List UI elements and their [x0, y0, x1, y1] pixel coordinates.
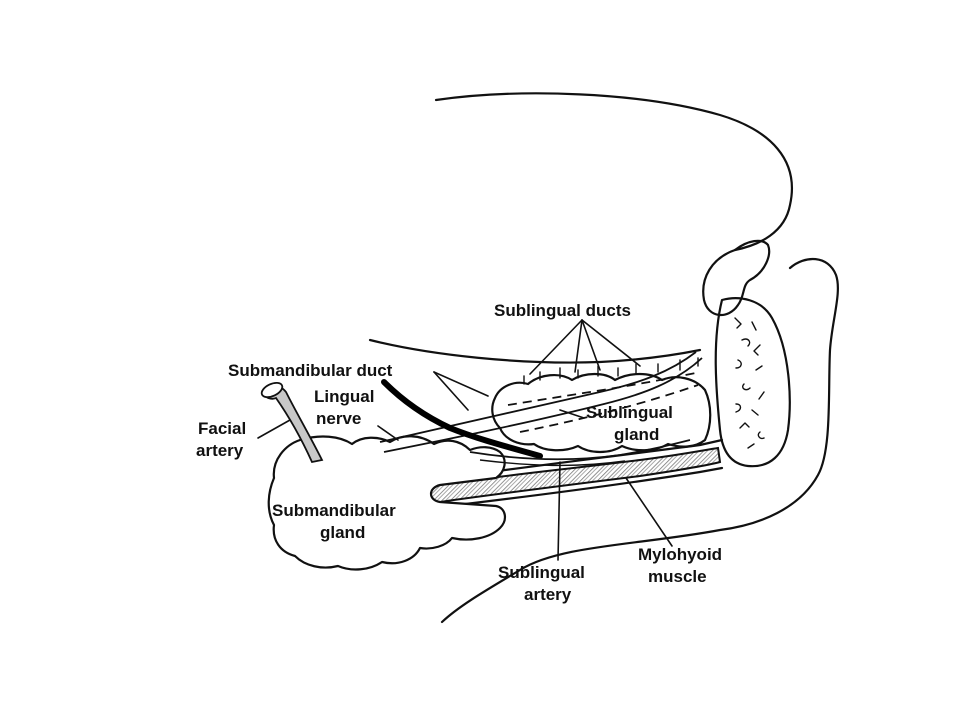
- chin-outline: [440, 257, 839, 624]
- tongue-floor: [368, 338, 702, 364]
- bone-marrow-texture: [734, 317, 765, 449]
- label-sublingual-gland-1: Sublingual: [586, 403, 673, 422]
- uvula-lobe: [702, 239, 771, 316]
- label-lingual-1: Lingual: [314, 387, 374, 406]
- label-lingual-2: nerve: [316, 409, 361, 428]
- duct-dashed-lower: [519, 384, 699, 433]
- label-sublingual-artery-1: Sublingual: [498, 563, 585, 582]
- sublingual-artery-2: [479, 459, 626, 467]
- label-sublingual-ducts: Sublingual ducts: [494, 301, 631, 320]
- label-facial-1: Facial: [198, 419, 246, 438]
- submandibular-duct-inner: [383, 357, 703, 453]
- label-mylohyoid-2: muscle: [648, 567, 707, 586]
- label-submandibular-gland-1: Submandibular: [272, 501, 396, 520]
- duct-stubs: [523, 357, 699, 385]
- tongue-outline: [434, 92, 793, 252]
- leader-lines: [257, 319, 673, 561]
- submandibular-gland: [267, 435, 506, 571]
- label-mylohyoid-1: Mylohyoid: [638, 545, 722, 564]
- label-submandibular-gland-2: gland: [320, 523, 365, 542]
- facial-artery-end: [260, 381, 284, 399]
- label-sublingual-artery-2: artery: [524, 585, 572, 604]
- sublingual-artery: [469, 439, 691, 461]
- label-sublingual-gland-2: gland: [614, 425, 659, 444]
- mandible-bone: [714, 297, 791, 468]
- label-submandibular-duct: Submandibular duct: [228, 361, 393, 380]
- submandibular-duct: [379, 351, 697, 443]
- label-facial-2: artery: [196, 441, 244, 460]
- lingual-nerve: [381, 379, 543, 459]
